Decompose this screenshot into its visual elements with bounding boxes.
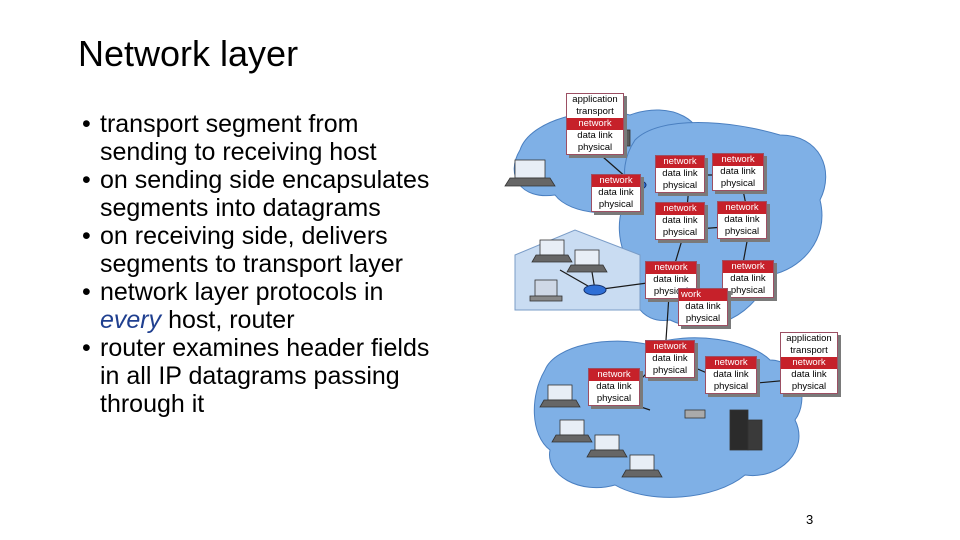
layer-network: network <box>592 175 640 187</box>
layer-data-link: data link <box>730 273 766 284</box>
access-point-icon <box>684 409 706 419</box>
bullet-text-post: host, router <box>161 306 295 334</box>
router-stack: network data link physical <box>705 356 757 394</box>
layer-physical: physical <box>577 142 613 153</box>
layer-application: application <box>786 333 832 344</box>
layer-physical: physical <box>713 381 749 392</box>
laptop-icon <box>586 434 628 458</box>
laptop-icon <box>539 384 581 408</box>
laptop-icon <box>531 239 573 263</box>
layer-transport: transport <box>576 106 614 117</box>
layer-application: application <box>572 94 618 105</box>
server-icon <box>729 409 763 451</box>
layer-network: network <box>706 357 756 369</box>
layer-network: network <box>589 369 639 381</box>
layer-physical: physical <box>653 286 689 297</box>
slide-title: Network layer <box>78 33 299 74</box>
layer-physical: physical <box>596 393 632 404</box>
router-stack-partial: work data link physical <box>678 288 728 326</box>
network-diagram-graphics <box>504 109 827 498</box>
layer-data-link: data link <box>791 369 827 380</box>
desktop-icon <box>529 279 563 302</box>
bullet-text: on receiving side, delivers segments to … <box>100 222 403 278</box>
layer-data-link: data link <box>653 274 689 285</box>
network-diagram: application transport network data link … <box>500 80 845 520</box>
layer-physical: physical <box>598 199 634 210</box>
bullet-dot: • <box>82 166 91 194</box>
bullet-list: • transport segment from sending to rece… <box>82 110 442 418</box>
layer-data-link: data link <box>720 166 756 177</box>
bullet-item: • transport segment from sending to rece… <box>82 110 442 166</box>
bullet-dot: • <box>82 278 91 306</box>
host-stack-receiver: application transport network data link … <box>780 332 838 394</box>
layer-data-link: data link <box>577 130 613 141</box>
layer-data-link: data link <box>662 168 698 179</box>
host-stack-sender: application transport network data link … <box>566 93 624 155</box>
bullet-text: router examines header fields in all IP … <box>100 334 430 418</box>
bullet-text: network layer protocols in every host, r… <box>100 278 442 334</box>
layer-network: network <box>646 262 696 274</box>
layer-data-link: data link <box>652 353 688 364</box>
layer-data-link: data link <box>724 214 760 225</box>
router-stack: network data link physical <box>645 340 695 378</box>
layer-physical: physical <box>662 180 698 191</box>
router-stack: network data link physical <box>588 368 640 406</box>
bullet-item: • on sending side encapsulates segments … <box>82 166 442 222</box>
bullet-text-pre: network layer protocols in <box>100 278 384 306</box>
layer-data-link: data link <box>598 187 634 198</box>
layer-network: network <box>781 357 837 369</box>
layer-data-link: data link <box>713 369 749 380</box>
bullet-text: transport segment from sending to receiv… <box>100 110 377 166</box>
layer-network: network <box>718 202 766 214</box>
bullet-dot: • <box>82 110 91 138</box>
bullet-emphasis: every <box>100 306 162 334</box>
layer-network: network <box>656 156 704 168</box>
page-number: 3 <box>806 512 814 527</box>
laptop-icon <box>566 249 608 273</box>
layer-transport: transport <box>790 345 828 356</box>
bullet-item: • on receiving side, delivers segments t… <box>82 222 442 278</box>
layer-physical: physical <box>791 381 827 392</box>
layer-data-link: data link <box>662 215 698 226</box>
layer-data-link: data link <box>685 301 721 312</box>
layer-network: network <box>567 118 623 130</box>
layer-physical: physical <box>724 226 760 237</box>
layer-network: network <box>656 203 704 215</box>
router-stack: network data link physical <box>717 201 767 239</box>
bullet-item: • network layer protocols in every host,… <box>82 278 442 334</box>
laptop-icon <box>551 419 593 443</box>
laptop-icon <box>621 454 663 478</box>
layer-network: network <box>646 341 694 353</box>
router-stack: network data link physical <box>645 261 697 299</box>
router-stack: network data link physical <box>712 153 764 191</box>
layer-network: network <box>723 261 773 273</box>
bullet-dot: • <box>82 222 91 250</box>
bullet-item: • router examines header fields in all I… <box>82 334 442 418</box>
layer-network: network <box>713 154 763 166</box>
bullet-dot: • <box>82 334 91 362</box>
layer-physical: physical <box>662 227 698 238</box>
layer-network-partial: work <box>679 289 727 301</box>
layer-physical: physical <box>652 365 688 376</box>
router-stack: network data link physical <box>591 174 641 212</box>
router-stack: network data link physical <box>655 155 705 193</box>
layer-data-link: data link <box>596 381 632 392</box>
layer-physical: physical <box>685 313 721 324</box>
layer-physical: physical <box>720 178 756 189</box>
router-stack: network data link physical <box>722 260 774 298</box>
router-stack: network data link physical <box>655 202 705 240</box>
laptop-icon <box>504 159 556 187</box>
end-hosts <box>504 129 763 478</box>
bullet-text: on sending side encapsulates segments in… <box>100 166 430 222</box>
layer-physical: physical <box>730 285 766 296</box>
